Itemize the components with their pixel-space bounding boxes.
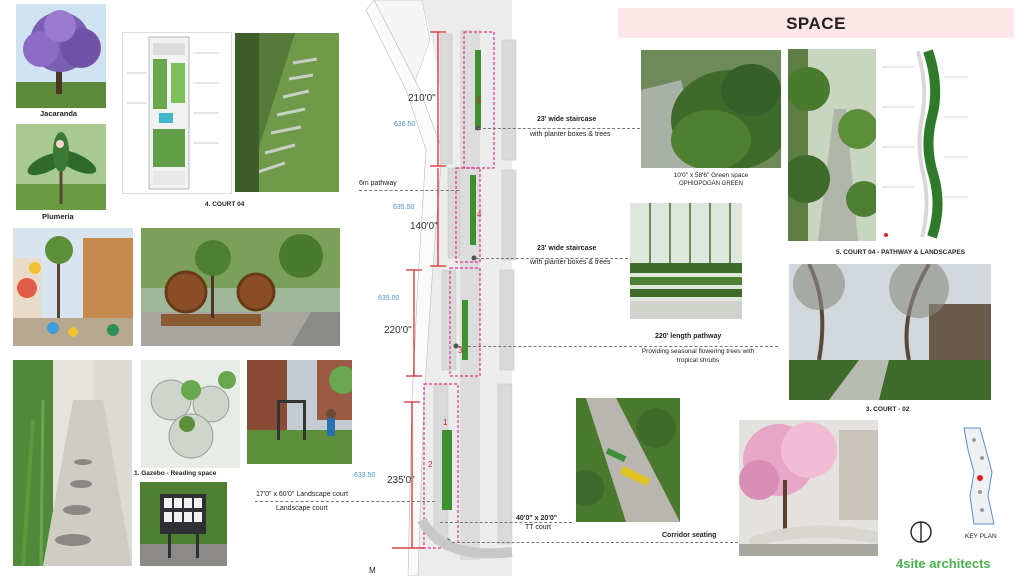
- north-arrow-icon: [909, 520, 933, 544]
- zone-number-2: 2: [428, 460, 433, 469]
- notice-board-photo: [140, 482, 227, 566]
- leader-pathway-6m: [359, 190, 459, 191]
- court-04-pathway-caption: 5. COURT 04 - PATHWAY & LANDSCAPES: [836, 249, 966, 256]
- court-04-pathway-plan-drawing: [882, 49, 968, 239]
- landscape-court-subtitle: Landscape court: [276, 505, 328, 512]
- zone-number-3: 3: [458, 346, 463, 355]
- corridor-seating-label: Corridor seating: [662, 532, 717, 539]
- street-seating-photo: [13, 228, 133, 346]
- court-04-pathway-photo: [788, 49, 876, 241]
- gazebo-photo: [141, 360, 240, 468]
- outdoor-gym-photo: [247, 360, 352, 464]
- title-band: SPACE: [618, 8, 1014, 38]
- elevation-label-636-50: 636.50: [394, 121, 416, 128]
- zen-garden-photo: [13, 360, 132, 566]
- corridor-aerial-photo: [576, 398, 680, 522]
- elevation-label-633-50: 633.50: [354, 472, 376, 479]
- dimension-label-235: 235'0": [387, 475, 415, 486]
- court-02-photo: [789, 264, 991, 400]
- jacaranda-photo: [16, 4, 106, 108]
- plumeria-image: [16, 124, 106, 210]
- north-arrow-drawing: [910, 521, 932, 543]
- court-04-photo: [235, 33, 339, 192]
- round-pods-photo: [141, 228, 340, 346]
- gazebo-image: [141, 360, 240, 468]
- plan-bottom-label: M: [369, 566, 376, 575]
- zen-garden-image: [13, 360, 132, 566]
- leader-landscape-court: [255, 501, 435, 502]
- brand-logo: 4site architects: [896, 556, 991, 571]
- outdoor-gym-image: [247, 360, 352, 464]
- court-02-image: [789, 264, 991, 400]
- round-pods-image: [141, 228, 340, 346]
- key-plan: [960, 426, 1000, 526]
- pathway-6m-label: 6m pathway: [359, 180, 397, 187]
- court-04-plan-image: [127, 36, 219, 190]
- key-plan-caption: KEY PLAN: [965, 533, 997, 540]
- staircase-2-subtitle: with planter boxes & trees: [530, 259, 611, 266]
- tt-court-subtitle: TT court: [525, 524, 551, 531]
- jacaranda-image: [16, 4, 106, 108]
- elevation-label-635-50: 635.50: [393, 204, 415, 211]
- dimension-label-220: 220'0": [384, 325, 412, 336]
- pathway-220-subtitle-1: Providing seasonal flowering trees with: [641, 348, 755, 355]
- court-04-pathway-image: [788, 49, 876, 241]
- leader-staircase-1: [478, 128, 640, 129]
- tiered-planters-image: [630, 203, 742, 319]
- leader-pathway-220: [458, 346, 778, 347]
- street-seating-image: [13, 228, 133, 346]
- site-plan-drawing: [365, 0, 517, 576]
- pathway-220-title: 220' length pathway: [655, 333, 722, 340]
- court-04-image: [235, 33, 339, 192]
- site-plan: [352, 0, 522, 576]
- leader-corridor-seating: [452, 542, 738, 543]
- green-space-image: [641, 50, 781, 168]
- tt-court-title: 40'0" x 20'0": [516, 515, 558, 522]
- landscape-court-title: 17'0" x 60'0" Landscape court: [256, 491, 349, 498]
- plumeria-photo: [16, 124, 106, 210]
- elevation-label-635-00: 635.00: [378, 295, 400, 302]
- green-space-caption: 10'0" x 58'6" Green space: [673, 172, 749, 179]
- corridor-aerial-image: [576, 398, 680, 522]
- ophiopogan-caption: OPHIOPOGAN GREEN: [678, 181, 743, 187]
- tiered-planters-photo: [630, 203, 742, 319]
- court-04-caption: 4. COURT 04: [205, 201, 245, 208]
- plumeria-caption: Plumeria: [42, 212, 74, 221]
- zone-number-5: 5: [477, 96, 482, 105]
- dimension-label-210: 210'0": [408, 93, 436, 104]
- court-04-pathway-plan: [878, 47, 970, 242]
- key-plan-drawing: [963, 427, 995, 525]
- cherry-blossom-photo: [739, 420, 878, 556]
- gazebo-caption: 1. Gazebo - Reading space: [134, 470, 217, 477]
- zone-number-4: 4: [477, 210, 482, 219]
- staircase-2-title: 23' wide staircase: [537, 245, 597, 252]
- staircase-1-subtitle: with planter boxes & trees: [530, 131, 611, 138]
- court-04-plan-drawing: [122, 32, 232, 194]
- staircase-1-title: 23' wide staircase: [537, 116, 597, 123]
- dimension-label-140: 140'0": [410, 221, 438, 232]
- zone-number-1: 1: [443, 418, 448, 427]
- green-space-photo: [641, 50, 781, 168]
- notice-board-image: [140, 482, 227, 566]
- jacaranda-caption: Jacaranda: [40, 109, 78, 118]
- leader-tt-court: [440, 522, 572, 523]
- page-title: SPACE: [786, 14, 846, 33]
- pathway-220-subtitle-2: tropical shrubs: [676, 357, 720, 364]
- cherry-blossom-image: [739, 420, 878, 556]
- court-02-caption: 3. COURT - 02: [866, 406, 910, 413]
- leader-staircase-2: [476, 258, 628, 259]
